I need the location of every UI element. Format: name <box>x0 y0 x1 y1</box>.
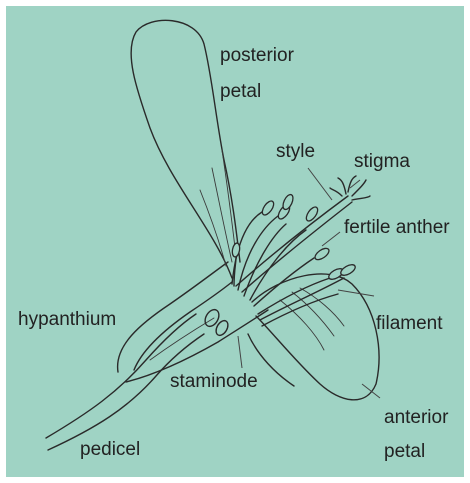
staminode-label: staminode <box>170 370 258 394</box>
filament-label: filament <box>376 312 443 336</box>
fertile-anther-label: fertile anther <box>344 216 450 240</box>
anterior-petal-label-line2: petal <box>384 440 425 464</box>
hypanthium-label: hypanthium <box>18 308 116 332</box>
posterior-petal-label-line2: petal <box>220 80 261 104</box>
style-label: style <box>276 140 315 164</box>
anterior-petal-label-line1: anterior <box>384 406 448 430</box>
posterior-petal-label-line1: posterior <box>220 44 294 68</box>
stigma-label: stigma <box>354 150 410 174</box>
hypanthium-tube <box>118 262 268 382</box>
pedicel-label: pedicel <box>80 438 140 462</box>
